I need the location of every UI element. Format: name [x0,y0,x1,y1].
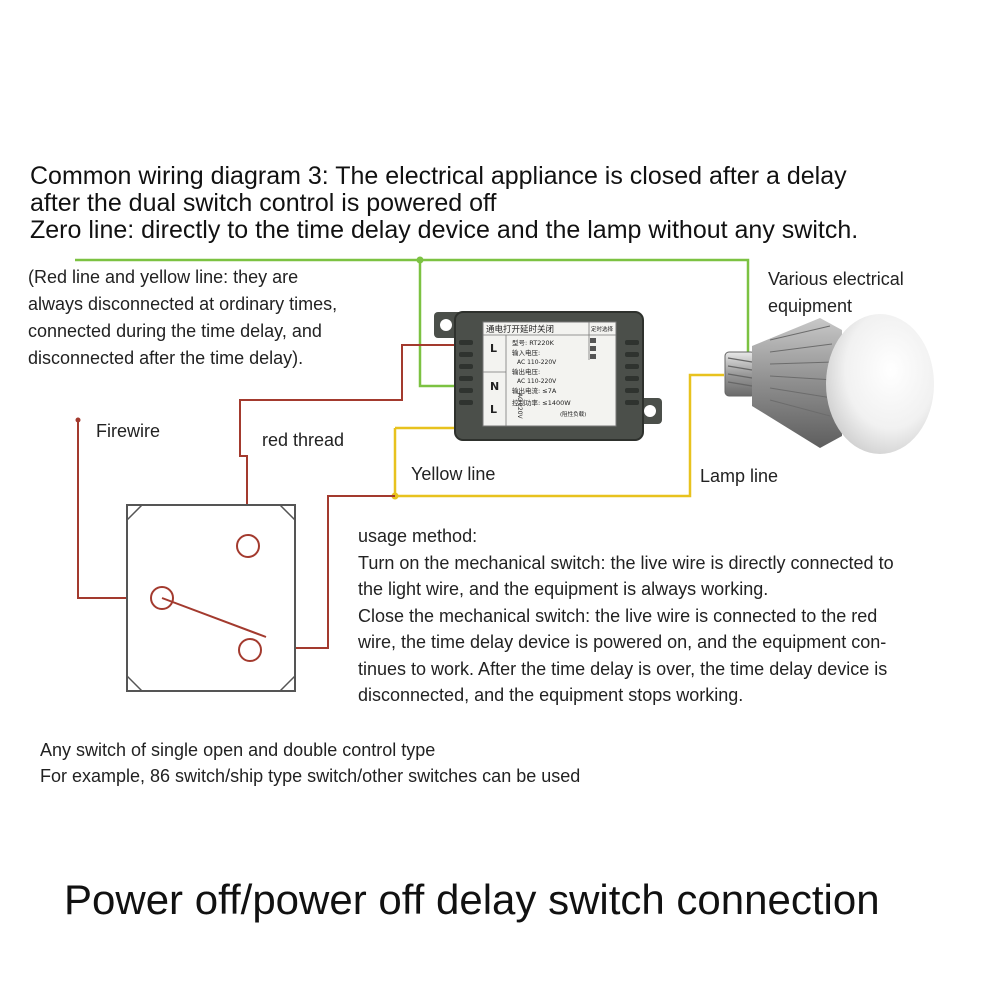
yellow-line-label: Yellow line [411,464,496,484]
red-thread-wire [239,344,462,533]
wire-note-line: connected during the time delay, and [28,321,322,341]
time-delay-device: 通电打开延时关闭 定时选择 L N L AC 220V 型号: RT220K 输… [434,311,662,441]
switch-compatibility-note: Any switch of single open and double con… [40,737,580,789]
diagram-heading-line-1: Common wiring diagram 3: The electrical … [30,162,847,190]
device-corner-text: 定时选择 [591,325,614,333]
footer-line: For example, 86 switch/ship type switch/… [40,766,581,786]
device-power-note: (阻性负载) [560,410,586,418]
usage-line: Turn on the mechanical switch: the live … [358,552,894,573]
wire-note-line: (Red line and yellow line: they are [28,267,299,287]
wire-note: (Red line and yellow line: they are alwa… [28,264,337,372]
diagram-heading-line-3: Zero line: directly to the time delay de… [30,216,859,244]
wire-note-line: always disconnected at ordinary times, [28,294,338,314]
device-terminal-l: L [490,342,497,355]
device-output-range: AC 110-220V [517,378,557,385]
footer-line: Any switch of single open and double con… [40,740,436,760]
firewire-label: Firewire [96,421,161,441]
device-header-text: 通电打开延时关闭 [486,324,554,335]
switch-output-wire [266,495,395,649]
device-output-current: 输出电流: ≤7A [512,386,557,395]
device-terminal-n: N [490,380,499,393]
usage-line: tinues to work. After the time delay is … [358,658,888,679]
wire-note-line: disconnected after the time delay). [28,348,304,368]
equipment-label-line: Various electrical [768,269,904,289]
green-junction-dot [416,256,424,264]
red-thread-label: red thread [262,430,345,450]
device-terminal-l2: L [490,403,497,416]
device-model: 型号: RT220K [512,338,555,347]
usage-line: usage method: [358,526,478,546]
zero-line-device-branch [418,260,462,388]
equipment-label-line: equipment [768,296,853,316]
device-ac-label: AC 220V [516,393,523,420]
mechanical-switch [126,504,296,692]
device-input-voltage: 输入电压: [512,348,540,357]
zero-line-green-wire [75,258,750,360]
page-title: Power off/power off delay switch connect… [64,876,880,923]
lamp-line-label: Lamp line [700,466,779,486]
light-bulb [724,314,934,454]
usage-method: usage method: Turn on the mechanical swi… [358,523,894,709]
diagram-heading-line-2: after the dual switch control is powered… [30,189,497,217]
device-input-range: AC 110-220V [517,359,557,366]
yellow-line-wire [393,373,724,498]
usage-line: Close the mechanical switch: the live wi… [358,605,878,626]
device-output-voltage: 输出电压: [512,367,540,376]
firewire-end-dot [75,417,81,423]
device-power: 控制功率: ≤1400W [512,398,571,407]
equipment-label: Various electrical equipment [768,266,904,320]
usage-line: wire, the time delay device is powered o… [358,632,887,652]
usage-line: disconnected, and the equipment stops wo… [358,685,744,705]
usage-line: the light wire, and the equipment is alw… [358,579,769,599]
